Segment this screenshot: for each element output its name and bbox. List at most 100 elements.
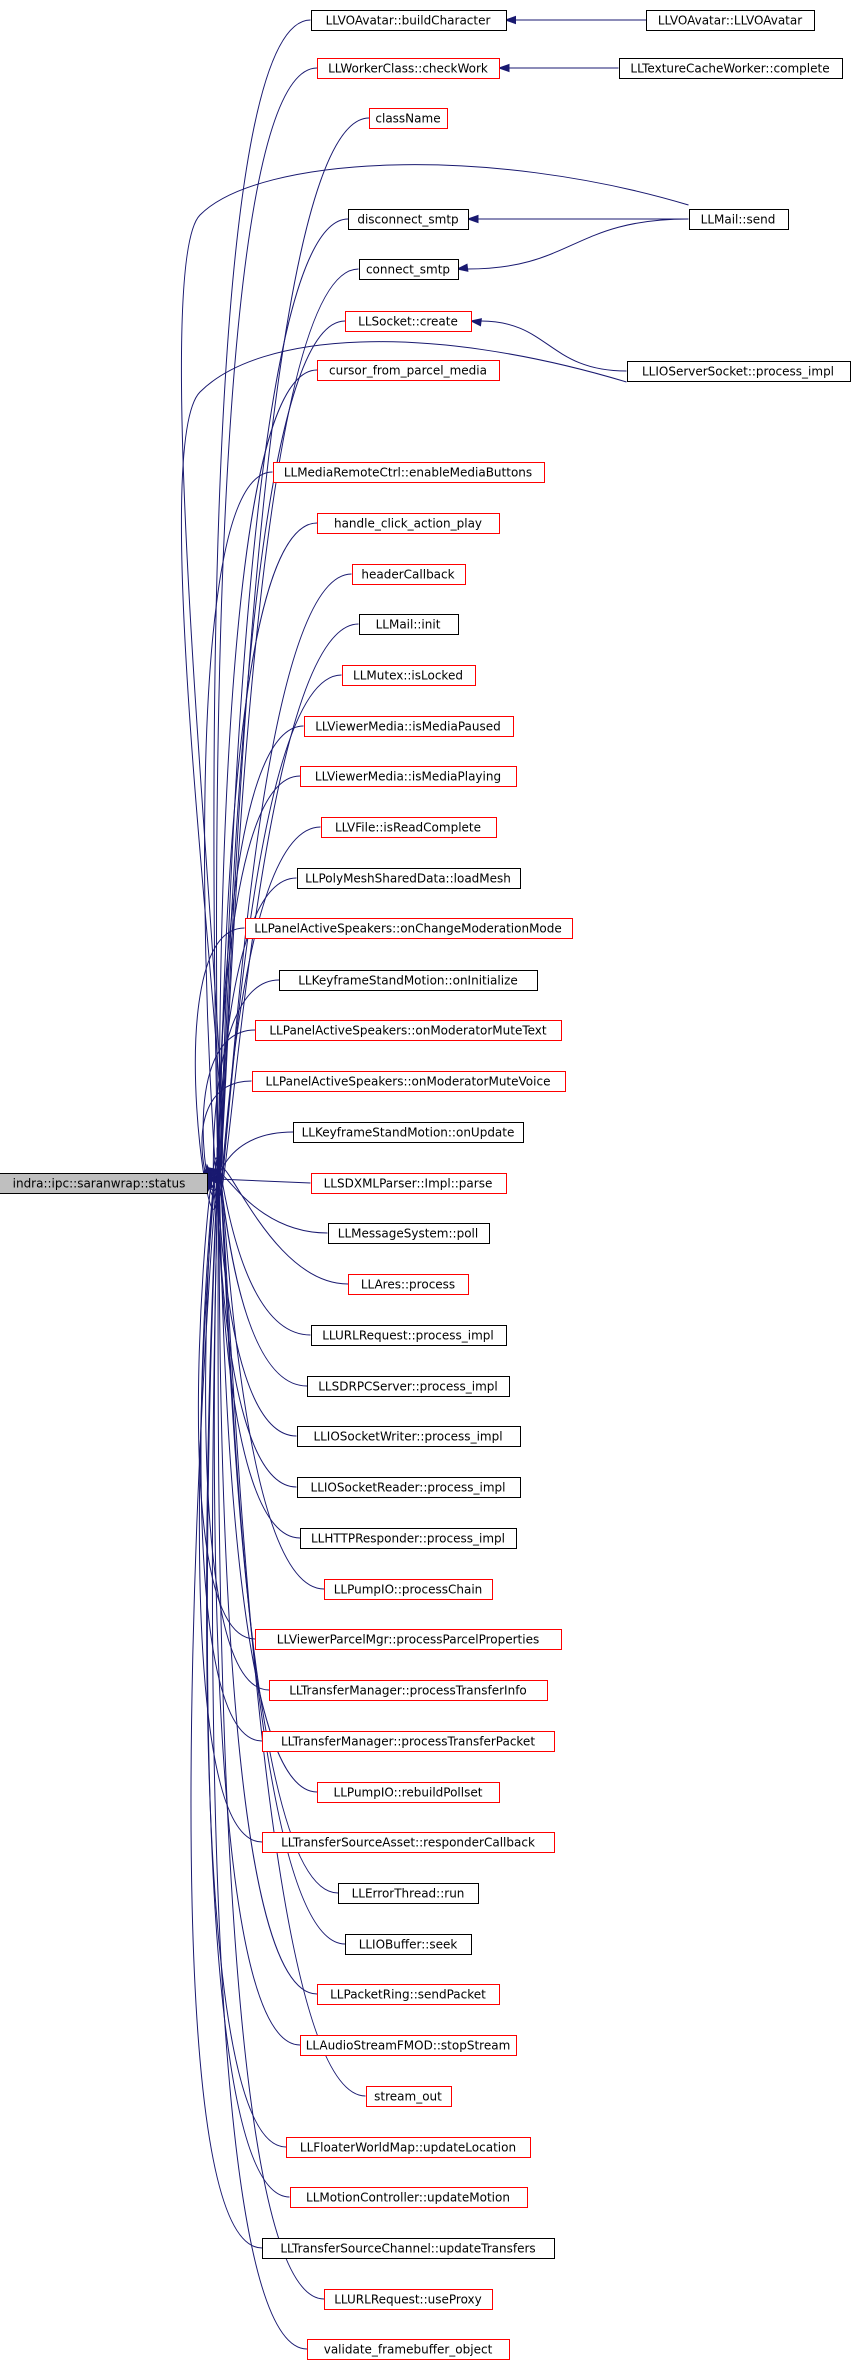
- node-box: [300, 2035, 517, 2056]
- node-label: LLMotionController::updateMotion: [306, 2191, 510, 2205]
- edge-iobuffer_seek: [216, 1168, 346, 1945]
- node-box: [0, 1173, 208, 1194]
- edge-ioserversocket_process_impl: [180, 341, 627, 1172]
- edge-mail_send-connect_smtp: [467, 218, 689, 270]
- caller-node-isMediaPlaying[interactable]: LLViewerMedia::isMediaPlaying: [300, 766, 517, 787]
- node-label: LLWorkerClass::checkWork: [328, 62, 488, 76]
- caller-node-processChain[interactable]: LLPumpIO::processChain: [324, 1579, 493, 1600]
- caller-node-sdrpc_process_impl[interactable]: LLSDRPCServer::process_impl: [307, 1376, 510, 1397]
- edge-mail_init: [216, 623, 359, 1197]
- edge-urlrequest_process_impl: [216, 1159, 311, 1336]
- node-box: [619, 58, 843, 79]
- caller-node-poll[interactable]: LLMessageSystem::poll: [328, 1223, 490, 1244]
- edge-validate_framebuffer_object: [211, 1179, 308, 2350]
- caller-node-processTransferPacket[interactable]: LLTransferManager::processTransferPacket: [262, 1731, 555, 1752]
- node-label: disconnect_smtp: [357, 213, 458, 227]
- caller-node-connect_smtp[interactable]: connect_smtp: [359, 259, 459, 280]
- edge-updateTransfers: [190, 1177, 263, 2249]
- caller-node-errorthread_run[interactable]: LLErrorThread::run: [338, 1883, 479, 1904]
- node-label: LLMutex::isLocked: [353, 669, 463, 683]
- node-label: LLPolyMeshSharedData::loadMesh: [305, 872, 511, 886]
- node-box: [646, 10, 815, 31]
- caller-node-http_process_impl[interactable]: LLHTTPResponder::process_impl: [300, 1528, 517, 1549]
- node-box: [300, 1528, 517, 1549]
- edge-arrow-ioserversocket_process_impl-socket_create: [469, 318, 482, 327]
- edge-http_process_impl: [216, 1152, 301, 1539]
- caller-node-ares_process[interactable]: LLAres::process: [348, 1274, 469, 1295]
- node-label: LLVFile::isReadComplete: [335, 821, 481, 835]
- node-label: LLSDXMLParser::Impl::parse: [324, 1177, 493, 1191]
- node-box: [297, 1426, 521, 1447]
- node-label: LLFloaterWorldMap::updateLocation: [300, 2141, 516, 2155]
- caller-node-updateMotion[interactable]: LLMotionController::updateMotion: [290, 2187, 528, 2208]
- root-node[interactable]: indra::ipc::saranwrap::status: [0, 1173, 208, 1194]
- edge-mail_send: [180, 164, 689, 1169]
- caller-node-buildCharacter[interactable]: LLVOAvatar::buildCharacter: [311, 10, 507, 31]
- caller-node-onInitialize[interactable]: LLKeyframeStandMotion::onInitialize: [279, 970, 538, 991]
- caller-node-disconnect_smtp[interactable]: disconnect_smtp: [348, 209, 469, 230]
- node-box: [290, 2187, 528, 2208]
- node-label: LLPanelActiveSpeakers::onModeratorMuteTe…: [269, 1024, 547, 1038]
- node-label: LLKeyframeStandMotion::onInitialize: [298, 974, 518, 988]
- node-box: [369, 108, 448, 129]
- node-label: LLIOServerSocket::process_impl: [642, 365, 834, 379]
- caller-node-urlrequest_process_impl[interactable]: LLURLRequest::process_impl: [311, 1325, 507, 1346]
- caller-node-handle_click_action_play[interactable]: handle_click_action_play: [317, 513, 500, 534]
- node-label: LLPanelActiveSpeakers::onModeratorMuteVo…: [266, 1075, 551, 1089]
- caller-node-onChangeModerationMode[interactable]: LLPanelActiveSpeakers::onChangeModeratio…: [245, 918, 573, 939]
- edge-arrow-texturecache_complete-checkWork: [497, 63, 510, 73]
- caller-node-processParcelProperties[interactable]: LLViewerParcelMgr::processParcelProperti…: [255, 1629, 562, 1650]
- outer-node-mail_send[interactable]: LLMail::send: [689, 209, 789, 230]
- caller-node-validate_framebuffer_object[interactable]: validate_framebuffer_object: [307, 2339, 510, 2360]
- node-box: [348, 209, 469, 230]
- node-label: LLTransferManager::processTransferInfo: [289, 1684, 527, 1698]
- node-label: indra::ipc::saranwrap::status: [13, 1177, 186, 1191]
- node-label: LLTextureCacheWorker::complete: [630, 62, 829, 76]
- caller-node-sendPacket[interactable]: LLPacketRing::sendPacket: [317, 1984, 500, 2005]
- node-label: LLSocket::create: [358, 315, 458, 329]
- caller-node-processTransferInfo[interactable]: LLTransferManager::processTransferInfo: [269, 1680, 548, 1701]
- node-box: [297, 1477, 521, 1498]
- caller-node-writer_process_impl[interactable]: LLIOSocketWriter::process_impl: [297, 1426, 521, 1447]
- caller-node-rebuildPollset[interactable]: LLPumpIO::rebuildPollset: [317, 1782, 500, 1803]
- outer-node-ioserversocket_process_impl[interactable]: LLIOServerSocket::process_impl: [627, 361, 851, 382]
- caller-node-useProxy[interactable]: LLURLRequest::useProxy: [324, 2289, 493, 2310]
- caller-node-onModeratorMuteVoice[interactable]: LLPanelActiveSpeakers::onModeratorMuteVo…: [252, 1071, 566, 1092]
- caller-node-loadMesh[interactable]: LLPolyMeshSharedData::loadMesh: [297, 868, 521, 889]
- caller-node-checkWork[interactable]: LLWorkerClass::checkWork: [317, 58, 500, 79]
- caller-node-updateLocation[interactable]: LLFloaterWorldMap::updateLocation: [286, 2137, 531, 2158]
- node-label: LLPanelActiveSpeakers::onChangeModeratio…: [254, 922, 562, 936]
- caller-node-mail_init[interactable]: LLMail::init: [359, 614, 459, 635]
- node-label: LLVOAvatar::buildCharacter: [326, 14, 491, 28]
- node-label: LLViewerMedia::isMediaPlaying: [315, 770, 501, 784]
- caller-node-onUpdate[interactable]: LLKeyframeStandMotion::onUpdate: [293, 1122, 524, 1143]
- caller-node-responderCallback[interactable]: LLTransferSourceAsset::responderCallback: [262, 1832, 555, 1853]
- node-box: [338, 1883, 479, 1904]
- caller-node-iobuffer_seek[interactable]: LLIOBuffer::seek: [345, 1934, 472, 1955]
- node-box: [307, 2339, 510, 2360]
- call-edges: [180, 15, 689, 2350]
- node-box: [366, 2086, 452, 2107]
- caller-node-enableMediaButtons[interactable]: LLMediaRemoteCtrl::enableMediaButtons: [273, 462, 545, 483]
- outer-node-texturecache_complete[interactable]: LLTextureCacheWorker::complete: [619, 58, 843, 79]
- caller-node-updateTransfers[interactable]: LLTransferSourceChannel::updateTransfers: [262, 2238, 555, 2259]
- node-box: [269, 1680, 548, 1701]
- caller-node-isLocked[interactable]: LLMutex::isLocked: [342, 665, 476, 686]
- caller-node-headerCallback[interactable]: headerCallback: [352, 564, 466, 585]
- caller-node-isMediaPaused[interactable]: LLViewerMedia::isMediaPaused: [304, 716, 514, 737]
- node-box: [352, 564, 466, 585]
- caller-node-stopStream[interactable]: LLAudioStreamFMOD::stopStream: [300, 2035, 517, 2056]
- node-box: [317, 58, 500, 79]
- caller-node-cursor_from_parcel_media[interactable]: cursor_from_parcel_media: [317, 360, 500, 381]
- caller-node-stream_out[interactable]: stream_out: [366, 2086, 452, 2107]
- edge-processChain: [216, 1155, 325, 1590]
- caller-node-sdxml_parse[interactable]: LLSDXMLParser::Impl::parse: [311, 1173, 507, 1194]
- caller-node-className[interactable]: className: [369, 108, 448, 129]
- caller-node-reader_process_impl[interactable]: LLIOSocketReader::process_impl: [297, 1477, 521, 1498]
- node-box: [689, 209, 789, 230]
- outer-node-llvoavatar_ctor[interactable]: LLVOAvatar::LLVOAvatar: [646, 10, 815, 31]
- caller-node-isReadComplete[interactable]: LLVFile::isReadComplete: [321, 817, 497, 838]
- edge-writer_process_impl: [216, 1147, 297, 1437]
- caller-node-onModeratorMuteText[interactable]: LLPanelActiveSpeakers::onModeratorMuteTe…: [255, 1020, 562, 1041]
- caller-node-socket_create[interactable]: LLSocket::create: [345, 311, 472, 332]
